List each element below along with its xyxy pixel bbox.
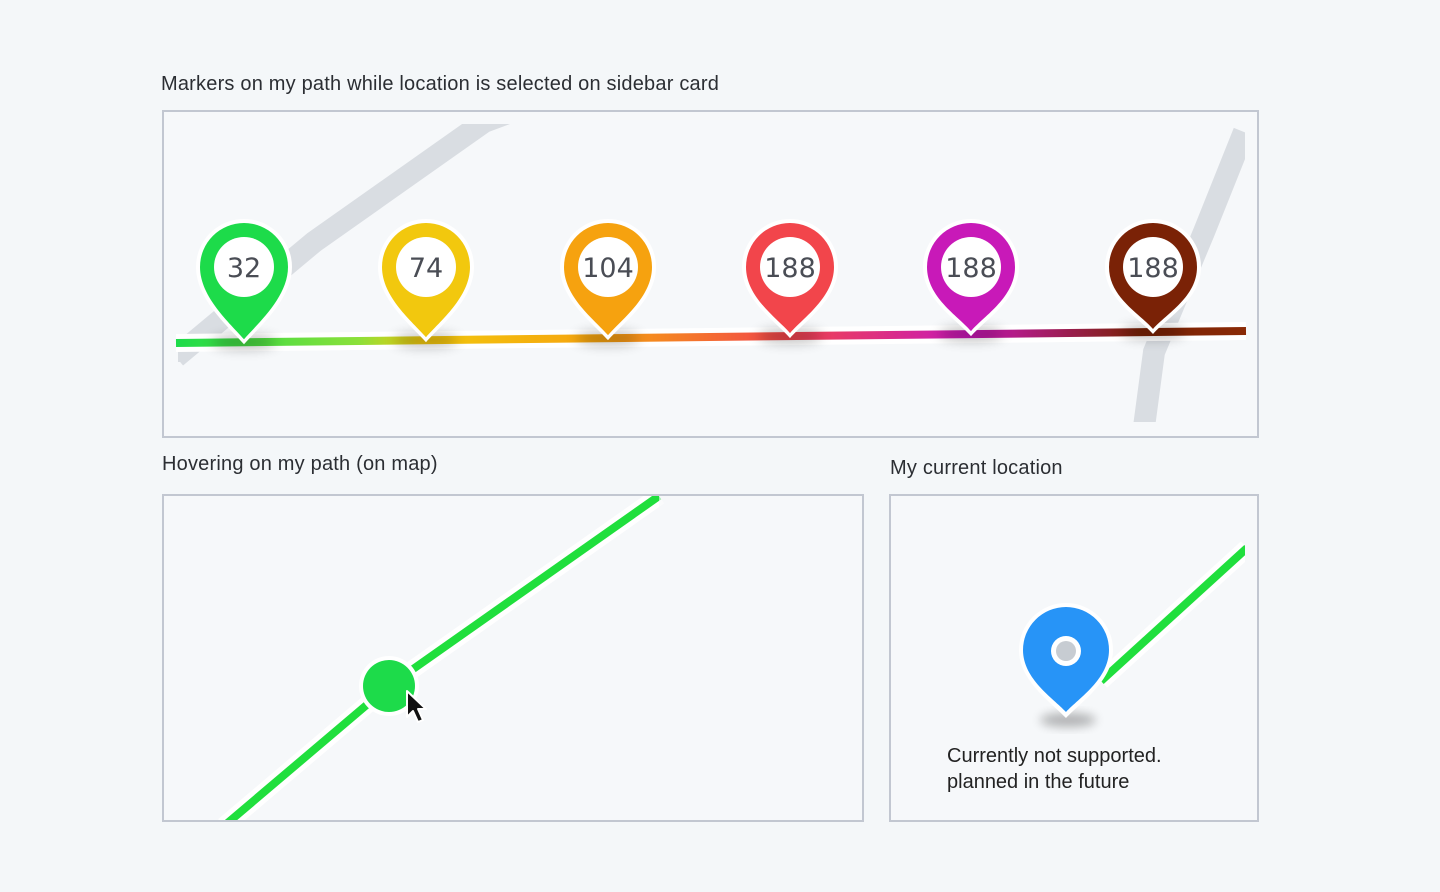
- path-line: [1098, 545, 1250, 684]
- marker-value: 32: [227, 253, 261, 284]
- path-marker[interactable]: 188: [923, 219, 1019, 342]
- hover-map-canvas: [218, 496, 862, 820]
- unsupported-note: Currently not supported. planned in the …: [947, 743, 1162, 795]
- marker-value: 188: [945, 253, 997, 284]
- markers-section-title: Markers on my path while location is sel…: [161, 73, 720, 95]
- path-marker[interactable]: 104: [560, 219, 656, 346]
- path-marker[interactable]: 32: [196, 219, 292, 350]
- hover-section-title: Hovering on my path (on map): [162, 453, 438, 475]
- path-line: [175, 327, 1247, 347]
- marker-value: 188: [1127, 253, 1179, 284]
- note-line-1: Currently not supported.: [947, 745, 1162, 767]
- hover-map-panel: [162, 494, 864, 822]
- path-markers: 32 74 104 188 188 188: [196, 219, 1201, 350]
- location-pin-icon[interactable]: [1019, 603, 1113, 718]
- marker-value: 104: [582, 253, 634, 284]
- note-line-2: planned in the future: [947, 771, 1130, 793]
- pointer-cursor-icon: [406, 690, 427, 723]
- current-location-canvas: [1019, 496, 1257, 820]
- marker-value: 188: [764, 253, 816, 284]
- path-marker[interactable]: 74: [378, 219, 474, 348]
- current-location-panel: Currently not supported. planned in the …: [889, 494, 1259, 822]
- markers-map-panel: 32 74 104 188 188 188: [162, 110, 1259, 438]
- path-marker[interactable]: 188: [742, 219, 838, 344]
- marker-value: 74: [409, 253, 443, 284]
- current-location-section-title: My current location: [890, 457, 1063, 479]
- markers-map-canvas: 32 74 104 188 188 188: [164, 112, 1257, 436]
- path-marker[interactable]: 188: [1105, 219, 1201, 340]
